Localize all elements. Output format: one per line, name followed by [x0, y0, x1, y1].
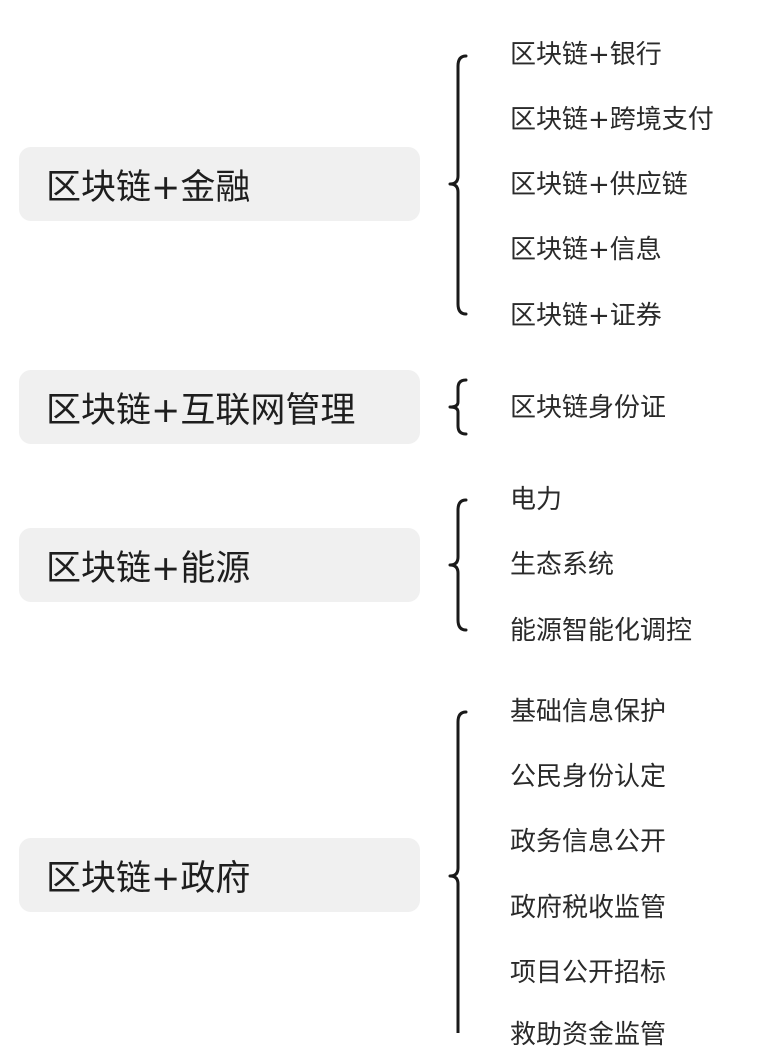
bracket-finance	[448, 54, 468, 316]
energy-item-power[interactable]: 电力	[510, 485, 563, 515]
finance-item-information[interactable]: 区块链+信息	[510, 235, 662, 265]
government-item-info-protection[interactable]: 基础信息保护	[510, 697, 667, 727]
government-item-citizen-identity[interactable]: 公民身份认定	[510, 762, 667, 792]
finance-item-cross-border-payment[interactable]: 区块链+跨境支付	[510, 105, 714, 135]
group-internet-management[interactable]: 区块链+互联网管理	[19, 370, 420, 444]
finance-item-securities[interactable]: 区块链+证券	[510, 301, 662, 331]
group-energy[interactable]: 区块链+能源	[19, 528, 420, 602]
group-energy-label: 区块链+能源	[46, 548, 251, 589]
bracket-internet-management	[448, 378, 468, 436]
group-government[interactable]: 区块链+政府	[19, 838, 420, 912]
energy-item-ecosystem[interactable]: 生态系统	[510, 550, 615, 580]
group-government-label: 区块链+政府	[46, 858, 251, 899]
group-finance[interactable]: 区块链+金融	[19, 147, 420, 221]
finance-item-bank[interactable]: 区块链+银行	[510, 40, 662, 70]
bracket-energy	[448, 498, 468, 632]
energy-item-smart-regulation[interactable]: 能源智能化调控	[510, 616, 693, 646]
finance-item-supply-chain[interactable]: 区块链+供应链	[510, 170, 688, 200]
government-item-public-bidding[interactable]: 项目公开招标	[510, 958, 667, 988]
government-item-info-disclosure[interactable]: 政务信息公开	[510, 827, 667, 857]
bracket-government	[448, 710, 468, 1033]
group-finance-label: 区块链+金融	[46, 167, 251, 208]
group-internet-management-label: 区块链+互联网管理	[46, 390, 356, 431]
government-item-tax-supervision[interactable]: 政府税收监管	[510, 893, 667, 923]
internet-item-blockchain-id[interactable]: 区块链身份证	[510, 393, 667, 423]
